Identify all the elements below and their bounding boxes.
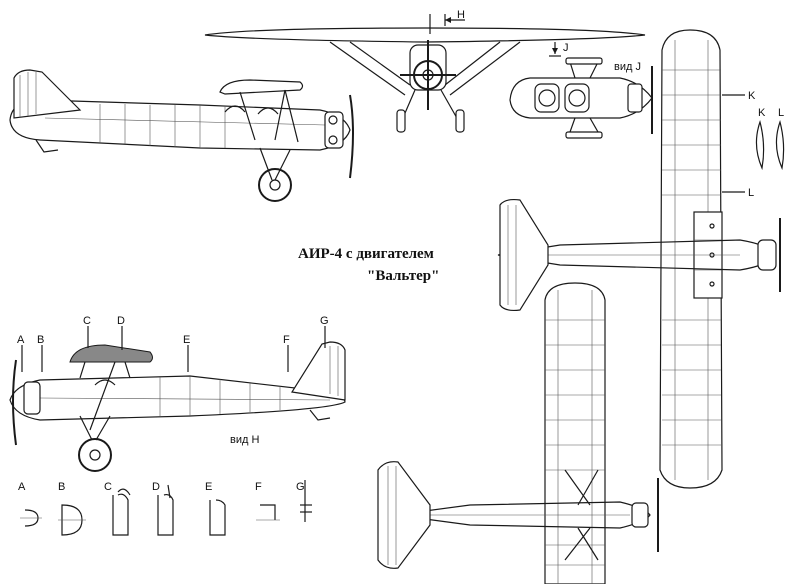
wing-profile-sections: [755, 119, 785, 171]
profile-label-a: A: [18, 481, 26, 493]
section-marker-f: F: [283, 334, 290, 346]
j-arrow-label: J: [563, 42, 569, 54]
plan-view: [497, 29, 781, 489]
section-marker-c: C: [83, 315, 91, 327]
h-arrow-label: H: [457, 9, 465, 21]
side-view-h: [9, 326, 346, 472]
wing-profile-l-label: L: [778, 107, 784, 119]
bottom-plan-view: [377, 282, 659, 584]
section-marker-b: B: [37, 334, 44, 346]
profile-label-f: F: [255, 481, 262, 493]
drawing-title-line1: АИР-4 с двигателем: [298, 246, 434, 262]
view-h-label: вид H: [230, 434, 259, 446]
section-profile-labels: A B C D E F G: [18, 481, 305, 493]
section-marker-g: G: [320, 315, 329, 327]
profile-label-c: C: [104, 481, 112, 493]
side-section-markers: A B C D E F G: [17, 315, 329, 346]
profile-label-g: G: [296, 481, 305, 493]
view-j-label: вид J: [614, 61, 641, 73]
section-marker-e: E: [183, 334, 190, 346]
plan-marker-l: L: [748, 187, 754, 199]
profile-label-e: E: [205, 481, 212, 493]
front-view: [204, 14, 646, 133]
section-marker-d: D: [117, 315, 125, 327]
view-j: [509, 57, 653, 139]
section-marker-a: A: [17, 334, 25, 346]
wing-profile-k-label: K: [758, 107, 766, 119]
profile-label-b: B: [58, 481, 65, 493]
profile-label-d: D: [152, 481, 160, 493]
fuselage-section-profiles: [20, 480, 312, 536]
side-view-upper: [9, 69, 354, 202]
drawing-title-line2: "Вальтер": [367, 268, 439, 284]
plan-marker-k: K: [748, 90, 756, 102]
